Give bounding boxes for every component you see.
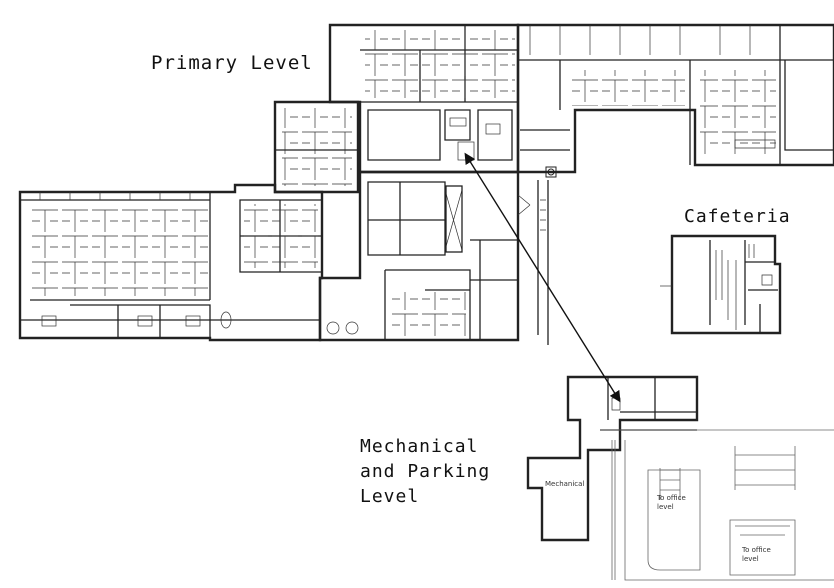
- west-wing: [18, 183, 324, 342]
- north-core: [328, 23, 520, 174]
- primary-level-label: Primary Level: [151, 52, 313, 74]
- to-office-level-label-b: To office level: [742, 546, 771, 563]
- mechanical-room-label: Mechanical: [545, 480, 585, 488]
- mechanical-parking-plan: [526, 375, 834, 581]
- north-tower: [273, 100, 360, 194]
- mechanical-level-label-line2: and Parking: [360, 461, 491, 482]
- mechanical-level-label-line3: Level: [360, 486, 420, 507]
- south-core: [318, 170, 531, 342]
- east-wing: [516, 23, 834, 174]
- mechanical-level-label-line1: Mechanical: [360, 436, 479, 457]
- cafeteria-label: Cafeteria: [684, 206, 791, 227]
- ramp-strip: [537, 180, 549, 345]
- to-office-level-label-a: To office level: [657, 494, 686, 511]
- double-arrow-icon: [464, 152, 621, 403]
- primary-level-plan: [18, 23, 834, 345]
- cafeteria-plan: [660, 234, 782, 335]
